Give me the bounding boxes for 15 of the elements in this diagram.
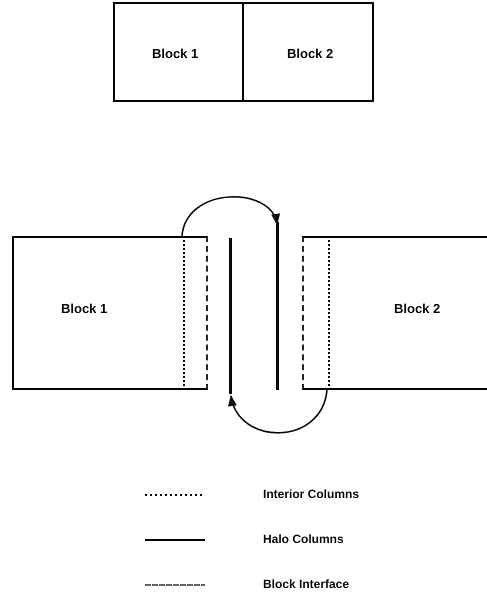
block-box [243, 2, 374, 102]
arrow [229, 390, 328, 434]
halo-column-line [229, 238, 232, 394]
legend-label: Interior Columns [263, 487, 360, 501]
legend-label: Block Interface [263, 577, 350, 591]
legend-label: Halo Columns [263, 532, 344, 546]
block-label: Block 2 [287, 46, 334, 61]
block-box [113, 2, 244, 102]
block-label: Block 1 [61, 301, 108, 316]
block-label: Block 1 [152, 46, 198, 61]
block-label: Block 2 [394, 301, 440, 316]
halo-column-line [276, 222, 279, 390]
arrow [181, 196, 278, 236]
block-box [12, 236, 208, 390]
block-box [302, 236, 487, 390]
